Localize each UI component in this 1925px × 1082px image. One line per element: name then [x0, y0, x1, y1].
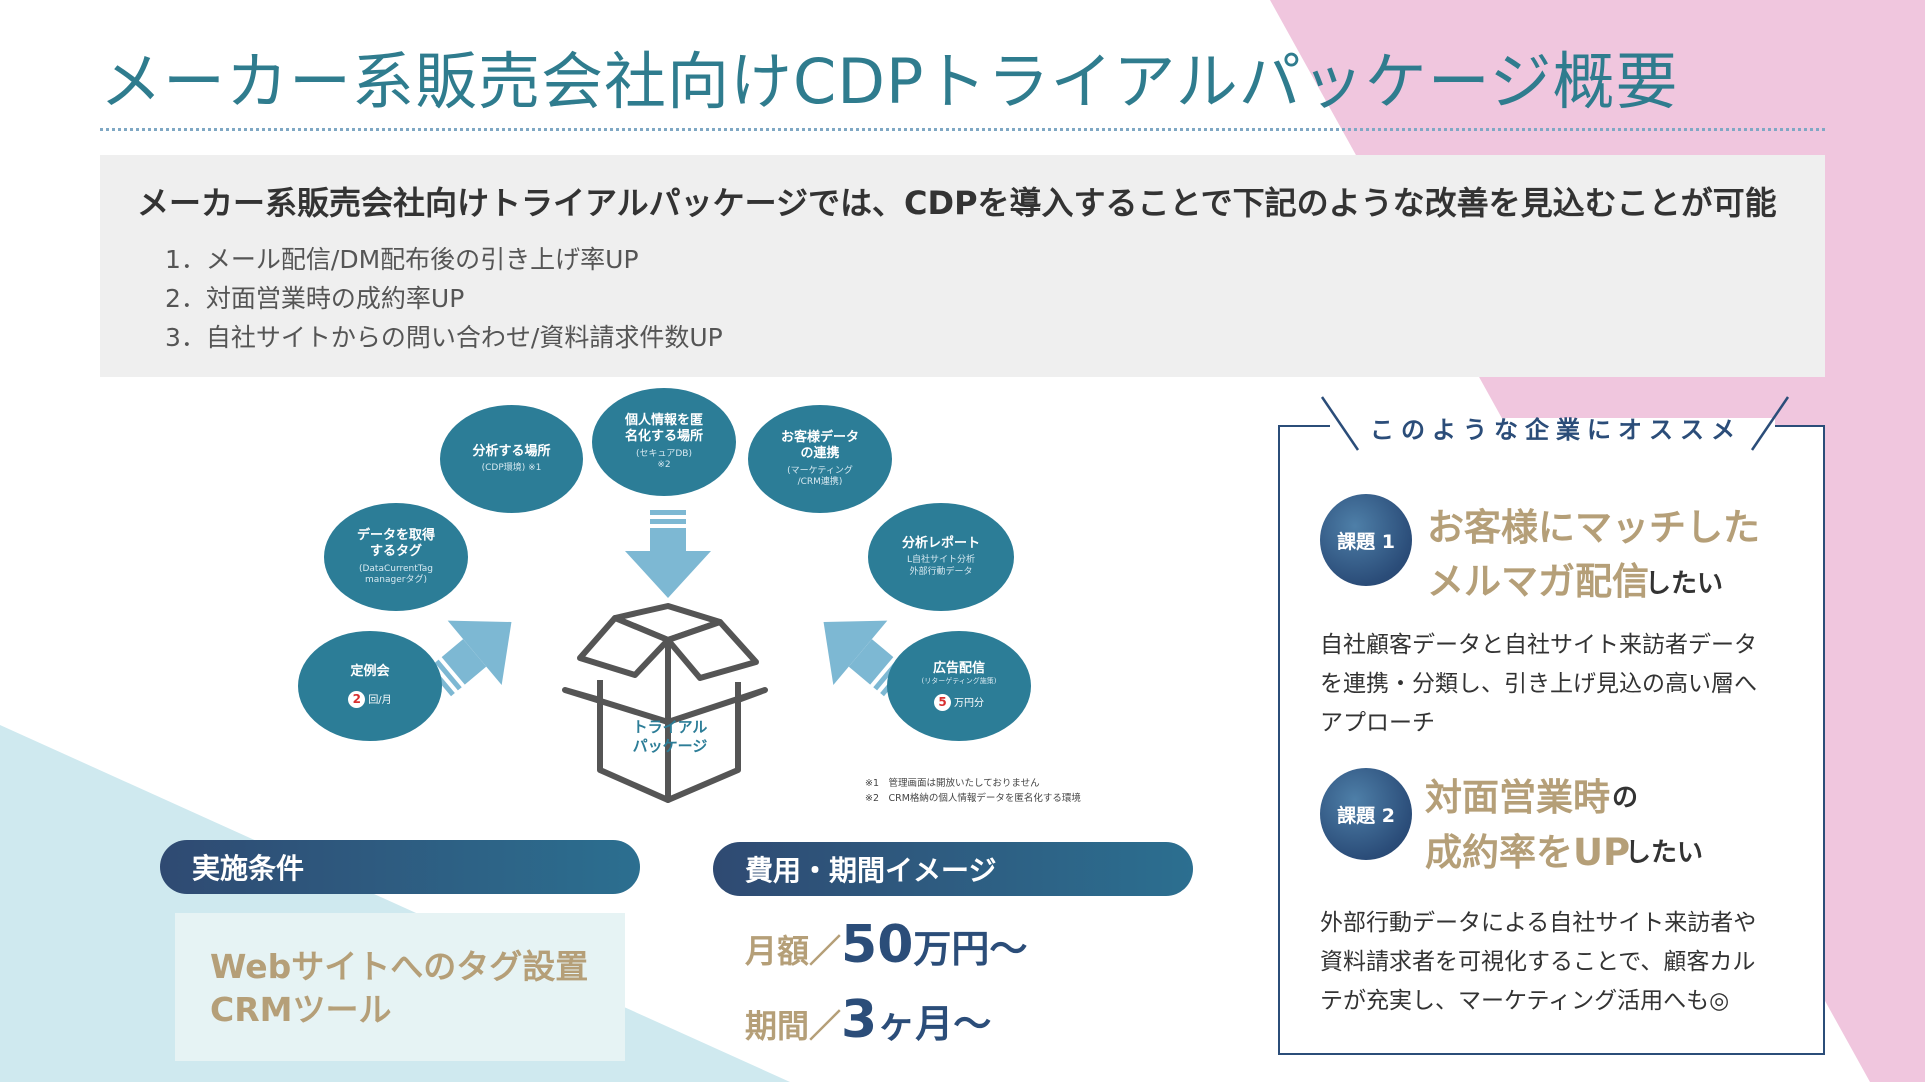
conditions-panel — [175, 913, 625, 1061]
count-badge: 2 — [348, 690, 366, 708]
condition-item: Webサイトへのタグ設置 — [210, 947, 589, 986]
issue-2-heading: 対面営業時 — [1425, 776, 1610, 819]
intro-panel — [100, 155, 1825, 377]
condition-item: CRMツール — [210, 990, 392, 1029]
footnote: ※2 CRM格納の個人情報データを匿名化する環境 — [865, 793, 1081, 804]
period: 期間／3ヶ月〜 — [745, 990, 992, 1050]
intro-item: 2．対面営業時の成約率UP — [165, 284, 465, 313]
bubble-analysis-report: 分析レポート L自社サイト分析 外部行動データ — [868, 503, 1014, 611]
page-title: メーカー系販売会社向けCDPトライアルパッケージ概要 — [100, 45, 1679, 118]
issue-1-heading: メルマガ配信 — [1427, 560, 1649, 603]
bubble-data-tag: データを取得 するタグ (DataCurrentTag managerタグ) — [324, 503, 468, 611]
conditions-header: 実施条件 — [160, 840, 640, 894]
issue-2-badge: 課題 2 — [1320, 768, 1412, 860]
issue-2-body: 資料請求者を可視化することで、顧客カル — [1320, 949, 1756, 975]
issue-1-heading: お客様にマッチした — [1427, 506, 1760, 549]
issue-2-body: 外部行動データによる自社サイト来訪者や — [1320, 910, 1757, 936]
issue-1-body: アプローチ — [1320, 710, 1435, 736]
issue-2-suffix: したい — [1625, 838, 1704, 868]
title-bracket-lines — [1320, 396, 1790, 451]
bubble-customer-link: お客様データ の連携 (マーケティング /CRM連携) — [748, 405, 892, 513]
intro-heading: メーカー系販売会社向けトライアルパッケージでは、CDPを導入することで下記のよう… — [137, 184, 1777, 222]
issue-1-badge: 課題 1 — [1320, 494, 1412, 586]
bubble-anonymize: 個人情報を匿 名化する場所 (セキュアDB) ※2 — [592, 388, 736, 496]
count-badge: 5 — [934, 694, 951, 711]
title-divider — [100, 128, 1825, 131]
issue-2-particle: の — [1612, 783, 1639, 813]
intro-item: 3．自社サイトからの問い合わせ/資料請求件数UP — [165, 323, 723, 352]
issue-1-body: を連携・分類し、引き上げ見込の高い層へ — [1320, 671, 1757, 697]
cost-header: 費用・期間イメージ — [713, 842, 1193, 896]
recommendation-title: このような企業にオススメ — [1370, 416, 1742, 444]
intro-item: 1．メール配信/DM配布後の引き上げ率UP — [165, 245, 639, 274]
issue-2-heading: 成約率をUP — [1425, 831, 1631, 874]
footnote: ※1 管理画面は開放いたしておりません — [865, 778, 1040, 789]
monthly-cost-value: 50 — [841, 915, 914, 975]
issue-1-suffix: したい — [1645, 569, 1724, 599]
issue-2-body: テが充実し、マーケティング活用へも◎ — [1320, 988, 1730, 1014]
period-value: 3 — [841, 990, 878, 1050]
issue-1-body: 自社顧客データと自社サイト来訪者データ — [1320, 632, 1757, 658]
bubble-analysis-place: 分析する場所 (CDP環境) ※1 — [440, 405, 583, 513]
down-arrow — [625, 510, 711, 598]
open-box-icon — [562, 603, 768, 803]
box-label: トライアル パッケージ — [632, 718, 708, 755]
monthly-cost: 月額／50万円〜 — [745, 915, 1028, 975]
